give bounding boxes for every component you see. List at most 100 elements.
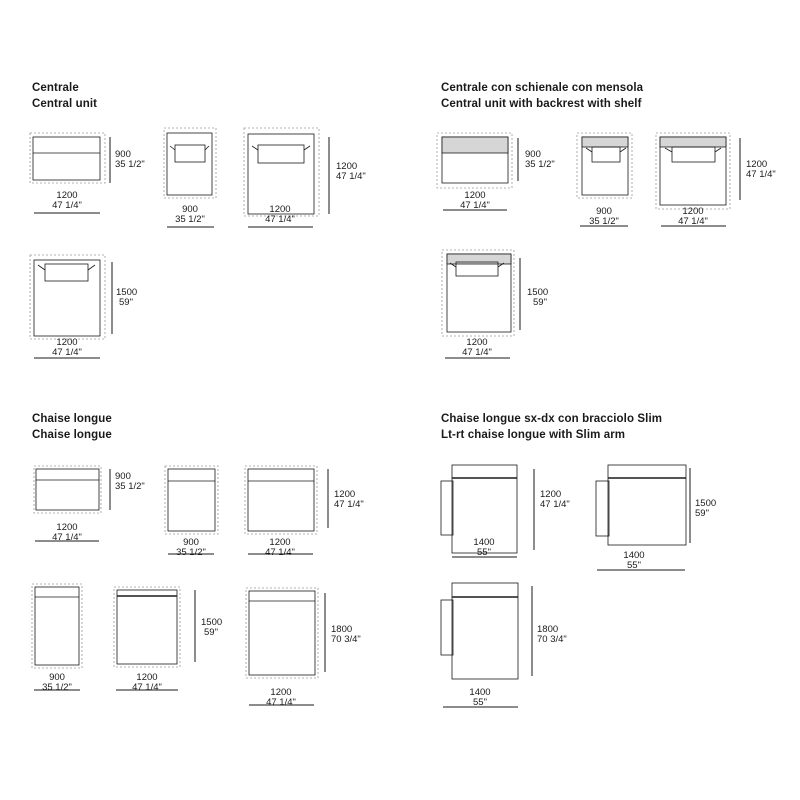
module-central-900x900 xyxy=(163,127,217,199)
dimension-value: 70 3/4" xyxy=(331,634,361,645)
dimension-value: 1800 xyxy=(537,624,559,635)
dimension-value: 1400 xyxy=(473,537,495,548)
title-italian: Centrale xyxy=(32,82,79,94)
dimension-value: 47 1/4" xyxy=(336,171,366,182)
dimension-value: 47 1/4" xyxy=(678,216,708,227)
dimension-value: 55" xyxy=(473,697,487,708)
module-chaise-1200x900 xyxy=(33,465,102,514)
dimension-value: 35 1/2" xyxy=(115,481,145,492)
dimension-value: 59" xyxy=(695,508,709,519)
module-slim-1400x1800 xyxy=(440,582,519,680)
dimension-value: 900 xyxy=(115,471,131,482)
dimension-value: 47 1/4" xyxy=(52,532,82,543)
dimension-value: 47 1/4" xyxy=(746,169,776,180)
dimension-value: 47 1/4" xyxy=(266,697,296,708)
title-italian: Centrale con schienale con mensola xyxy=(441,82,644,94)
dimension-value: 1200 xyxy=(270,687,292,698)
dimension-value: 1200 xyxy=(56,190,78,201)
dimension-value: 1200 xyxy=(682,206,704,217)
module-chaise-1200x1500 xyxy=(113,586,181,668)
dimension-value: 55" xyxy=(627,560,641,571)
dimension-value: 35 1/2" xyxy=(42,682,72,693)
dimension-value: 1200 xyxy=(746,159,768,170)
dimension-value: 1200 xyxy=(269,537,291,548)
dimension-value: 47 1/4" xyxy=(52,200,82,211)
title-english: Central unit xyxy=(32,98,98,110)
dimension-value: 47 1/4" xyxy=(265,214,295,225)
section-title-chaise: Chaise longue Chaise longue xyxy=(32,411,112,443)
dimension-value: 1200 xyxy=(336,161,358,172)
dimension-value: 1200 xyxy=(136,672,158,683)
dimension-value: 59" xyxy=(204,627,218,638)
section-title-chaise-slim: Chaise longue sx-dx con bracciolo Slim L… xyxy=(441,411,662,443)
dimension-value: 900 xyxy=(525,149,541,160)
module-shelf-1200x900 xyxy=(436,132,513,189)
title-english: Central unit with backrest with shelf xyxy=(441,98,642,110)
dimension-value: 47 1/4" xyxy=(132,682,162,693)
dimension-value: 47 1/4" xyxy=(540,499,570,510)
dimension-value: 1500 xyxy=(201,617,223,628)
dimension-value: 1400 xyxy=(623,550,645,561)
dimension-value: 59" xyxy=(119,297,133,308)
dimension-value: 35 1/2" xyxy=(175,214,205,225)
dimension-value: 47 1/4" xyxy=(334,499,364,510)
dimension-value: 1200 xyxy=(269,204,291,215)
dimension-value: 35 1/2" xyxy=(176,547,206,558)
dimension-value: 1500 xyxy=(527,287,549,298)
module-shelf-1200x1500 xyxy=(441,249,515,337)
dimension-value: 900 xyxy=(49,672,65,683)
dimension-value: 1400 xyxy=(469,687,491,698)
dimension-value: 70 3/4" xyxy=(537,634,567,645)
module-chaise-900x900 xyxy=(164,465,219,535)
title-italian: Chaise longue xyxy=(32,413,112,425)
dimension-value: 47 1/4" xyxy=(52,347,82,358)
dimension-value: 1200 xyxy=(56,522,78,533)
dimension-value: 1200 xyxy=(464,190,486,201)
dimension-value: 55" xyxy=(477,547,491,558)
dimension-value: 900 xyxy=(596,206,612,217)
title-english: Chaise longue xyxy=(32,429,112,441)
section-title-central: Centrale Central unit xyxy=(32,80,97,112)
title-english: Lt-rt chaise longue with Slim arm xyxy=(441,429,626,441)
dimension-value: 1200 xyxy=(334,489,356,500)
module-central-1200x900 xyxy=(29,132,106,184)
dimension-value: 35 1/2" xyxy=(115,159,145,170)
module-central-1200x1200 xyxy=(243,127,320,217)
module-slim-1400x1200 xyxy=(440,464,518,554)
dimension-value: 47 1/4" xyxy=(462,347,492,358)
dimension-value: 900 xyxy=(115,149,131,160)
dimension-value: 35 1/2" xyxy=(525,159,555,170)
module-central-1200x1500 xyxy=(29,254,106,340)
dimension-value: 1200 xyxy=(466,337,488,348)
dimension-value: 35 1/2" xyxy=(589,216,619,227)
dimension-value: 1200 xyxy=(540,489,562,500)
dimension-value: 47 1/4" xyxy=(265,547,295,558)
module-chaise-1200x1200 xyxy=(244,465,318,535)
